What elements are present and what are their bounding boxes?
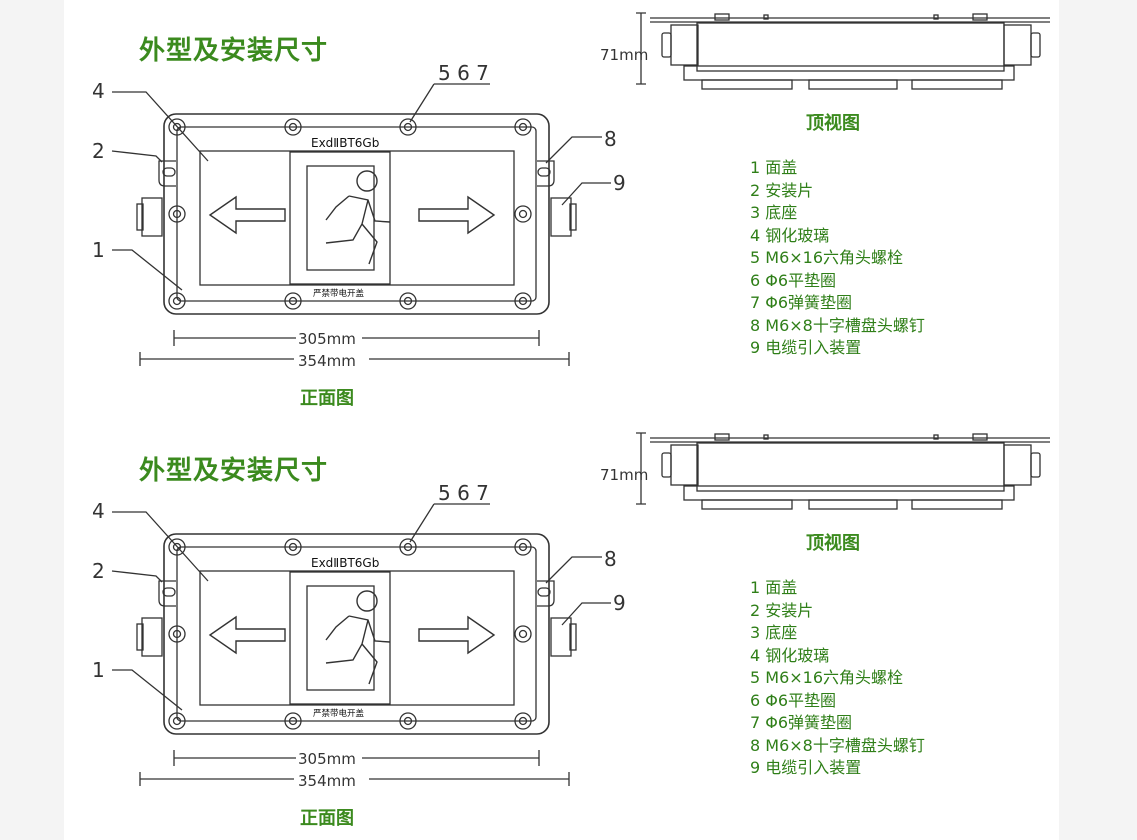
legend-item: 1 面盖 (750, 578, 798, 597)
callout-4: 4 (92, 499, 105, 523)
running-man-exit-icon (325, 170, 391, 265)
callout-9: 9 (613, 171, 626, 195)
callout-567: 5 6 7 (438, 481, 489, 505)
top-view-drawing (636, 432, 1050, 510)
leader-8 (545, 136, 602, 164)
callout-4: 4 (92, 79, 105, 103)
cable-gland-left (141, 617, 163, 657)
exit-symbol-frame (289, 571, 391, 705)
callout-2: 2 (92, 559, 105, 583)
spec-panel: 外型及安装尺寸 (64, 0, 1059, 420)
top-view-caption: 顶视图 (806, 533, 860, 554)
legend-item: 9 电缆引入装置 (750, 758, 862, 777)
warning-text: 严禁带电开盖 (313, 708, 365, 719)
hex-bolts (168, 118, 532, 310)
legend-item: 4 钢化玻璃 (750, 645, 830, 665)
arrow-right-icon (418, 615, 496, 655)
dim-354 (139, 352, 570, 366)
cable-gland-left (141, 197, 163, 237)
warning-text: 严禁带电开盖 (313, 288, 365, 299)
ex-marking: ExdⅡBT6Gb (311, 556, 379, 570)
front-and-top-drawings: 4 2 1 5 6 7 8 9 ExdⅡBT6Gb 严禁带电开盖 305mm 3… (92, 432, 1050, 790)
top-view-drawing (636, 12, 1050, 90)
leader-567 (409, 83, 490, 123)
legend-item: 4 钢化玻璃 (750, 225, 830, 245)
panel-title: 外型及安装尺寸 (139, 456, 329, 486)
legend-item: 7 Φ6弹簧垫圈 (750, 293, 853, 312)
dim-305 (173, 750, 540, 766)
legend-item: 9 电缆引入装置 (750, 338, 862, 357)
callout-2: 2 (92, 139, 105, 163)
leader-9 (561, 602, 611, 626)
legend-item: 6 Φ6平垫圈 (750, 270, 837, 290)
callout-1: 1 (92, 658, 105, 682)
legend-item: 8 M6×8十字槽盘头螺钉 (750, 315, 925, 335)
callout-1: 1 (92, 238, 105, 262)
leader-2 (111, 570, 163, 583)
callout-8: 8 (604, 127, 617, 151)
leader-567 (409, 503, 490, 543)
arrow-left-icon (208, 615, 286, 655)
arrow-right-icon (418, 195, 496, 235)
mount-bracket-right (537, 160, 555, 187)
mount-bracket-right (537, 580, 555, 607)
dim-305 (173, 330, 540, 346)
leader-9 (561, 182, 611, 206)
front-view-caption: 正面图 (300, 388, 354, 409)
enclosure-outer (163, 533, 550, 735)
top-housing (696, 442, 1005, 492)
legend-item: 5 M6×16六角头螺栓 (750, 668, 904, 687)
tempered-glass (199, 570, 515, 706)
ex-marking: ExdⅡBT6Gb (311, 136, 379, 150)
dim-height: 71mm (600, 466, 648, 484)
callout-8: 8 (604, 547, 617, 571)
legend-item: 3 底座 (750, 203, 798, 222)
dim-height: 71mm (600, 46, 648, 64)
legend-item: 8 M6×8十字槽盘头螺钉 (750, 735, 925, 755)
enclosure-outer (163, 113, 550, 315)
arrow-left-icon (208, 195, 286, 235)
dim-inner-width: 305mm (298, 330, 356, 348)
front-and-top-drawings: 4 2 1 5 6 7 8 9 ExdⅡBT6Gb 严禁带电开盖 305mm 3… (92, 12, 1050, 370)
callout-567: 5 6 7 (438, 61, 489, 85)
mount-bracket-left (158, 160, 176, 187)
dim-outer-width: 354mm (298, 352, 356, 370)
cable-gland-right (550, 197, 572, 237)
leader-1 (112, 249, 183, 291)
parts-legend: 1 面盖 2 安装片 3 底座 4 钢化玻璃 5 M6×16六角头螺栓 6 Φ6… (750, 157, 925, 360)
tempered-glass (199, 150, 515, 286)
legend-item: 5 M6×16六角头螺栓 (750, 248, 904, 267)
cable-gland-right (550, 617, 572, 657)
callout-9: 9 (613, 591, 626, 615)
spec-panel: 外型及安装尺寸 (64, 420, 1059, 840)
left-margin (0, 0, 64, 840)
mount-bracket-left (158, 580, 176, 607)
exit-symbol-frame (289, 151, 391, 285)
leader-8 (545, 556, 602, 584)
legend-item: 3 底座 (750, 623, 798, 642)
running-man-exit-icon (325, 590, 391, 685)
leader-4 (112, 91, 209, 162)
enclosure-inner (176, 126, 537, 302)
right-margin (1059, 0, 1137, 840)
parts-legend: 1 面盖 2 安装片 3 底座 4 钢化玻璃 5 M6×16六角头螺栓 6 Φ6… (750, 577, 925, 780)
legend-item: 1 面盖 (750, 158, 798, 177)
panel-title: 外型及安装尺寸 (139, 36, 329, 66)
top-housing (696, 22, 1005, 72)
legend-item: 6 Φ6平垫圈 (750, 690, 837, 710)
leader-1 (112, 669, 183, 711)
leader-4 (112, 511, 209, 582)
dim-354 (139, 772, 570, 786)
legend-item: 7 Φ6弹簧垫圈 (750, 713, 853, 732)
dim-outer-width: 354mm (298, 772, 356, 790)
dim-inner-width: 305mm (298, 750, 356, 768)
leader-2 (111, 150, 163, 163)
hex-bolts (168, 538, 532, 730)
top-view-caption: 顶视图 (806, 113, 860, 134)
legend-item: 2 安装片 (750, 180, 814, 200)
front-view-caption: 正面图 (300, 808, 354, 829)
enclosure-inner (176, 546, 537, 722)
legend-item: 2 安装片 (750, 600, 814, 620)
